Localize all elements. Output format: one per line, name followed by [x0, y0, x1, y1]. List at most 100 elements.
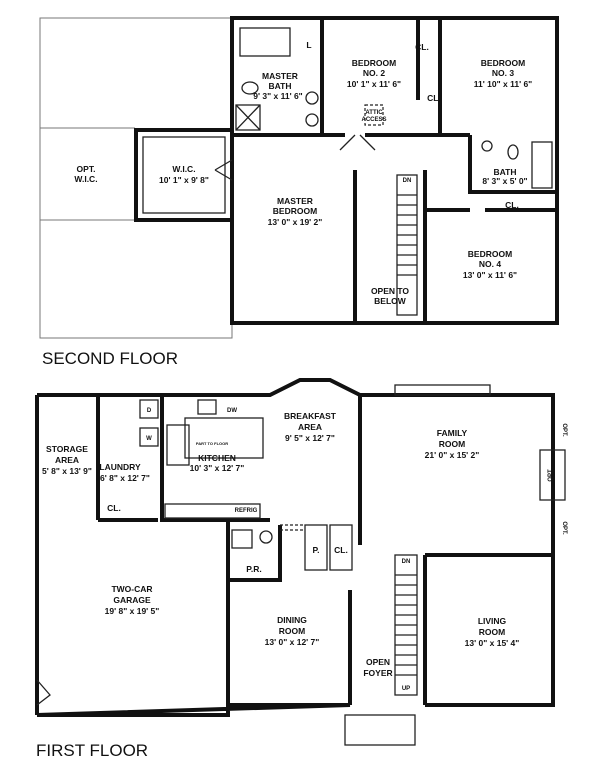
closet-label: CL.	[107, 503, 121, 513]
range-icon	[166, 424, 190, 466]
room-dimensions: 5' 8" x 13' 9"	[42, 466, 92, 476]
room-dimensions: 9' 5" x 12' 7"	[285, 433, 335, 443]
room-label: GARAGE	[113, 595, 151, 605]
pantry-label: P.	[313, 545, 320, 555]
attic-label: ATTIC	[365, 110, 383, 116]
shower-icon	[235, 104, 261, 131]
room-label: TWO-CAR	[111, 584, 152, 594]
room-dimensions: 10' 1" x 9' 8"	[159, 175, 209, 185]
tub-icon	[239, 27, 291, 57]
door-swing-icon	[214, 134, 376, 181]
room-label: OPEN	[366, 657, 390, 667]
stairs-icon	[396, 174, 418, 316]
room-label: BREAKFAST	[284, 411, 337, 421]
room-label: ROOM	[279, 626, 305, 636]
sink-icon	[259, 530, 273, 544]
first-floor-outer-walls	[36, 378, 555, 717]
stair-label: DN	[403, 178, 412, 184]
room-label: BEDROOM	[468, 249, 512, 259]
room-label: MASTER	[262, 71, 298, 81]
room-dimensions: 9' 3" x 11' 6"	[253, 91, 302, 101]
fireplace-icon	[539, 449, 566, 501]
sink-icon	[197, 399, 217, 415]
room-dimensions: 8' 3" x 5' 0"	[482, 176, 527, 186]
sink-icon	[481, 140, 493, 152]
room-label: FOYER	[363, 668, 392, 678]
stair-label: UP	[402, 686, 410, 692]
closet-label: CL.	[505, 200, 519, 210]
room-label: BATH	[494, 167, 517, 177]
room-label: FAMILY	[437, 428, 468, 438]
pantry	[304, 524, 328, 571]
door-swing-icon	[36, 679, 51, 706]
attic-label: ACCESS	[361, 117, 386, 123]
note-label: PART TO FLOOR	[196, 441, 228, 446]
room-dimensions: 10' 3" x 12' 7"	[190, 463, 245, 473]
sink-icon	[305, 91, 319, 105]
room-label: AREA	[298, 422, 322, 432]
toilet-icon	[507, 144, 519, 160]
room-label: NO. 3	[492, 68, 514, 78]
room-dimensions: 13' 0" x 19' 2"	[268, 217, 323, 227]
linen-label: L	[306, 40, 311, 50]
room-label: W.I.C.	[74, 174, 97, 184]
room-dimensions: 13' 0" x 12' 7"	[265, 637, 320, 647]
floor-title: SECOND FLOOR	[42, 349, 178, 368]
stair-label: DN	[402, 559, 411, 565]
toilet-icon	[241, 81, 259, 95]
room-dimensions: 13' 0" x 11' 6"	[463, 270, 517, 280]
room-label: OPEN TO	[371, 286, 409, 296]
second-floor: OPT. W.I.C. W.I.C. 10' 1" x 9' 8" MASTER…	[39, 16, 559, 368]
toilet-icon	[231, 529, 253, 549]
room-label: BELOW	[374, 296, 407, 306]
kitchen-island	[184, 417, 264, 459]
room-dimensions: 13' 0" x 15' 4"	[465, 638, 520, 648]
dishwasher-label: DW	[227, 408, 237, 414]
room-label: NO. 2	[363, 68, 385, 78]
refrigerator-label: REFRIG	[235, 508, 258, 514]
room-label: KITCHEN	[198, 453, 236, 463]
front-stoop	[344, 714, 416, 746]
counter	[164, 503, 261, 519]
room-dimensions: 6' 8" x 12' 7"	[100, 473, 150, 483]
room-label: P.R.	[246, 564, 261, 574]
floor-title: FIRST FLOOR	[36, 741, 148, 760]
room-label: NO. 4	[479, 259, 501, 269]
room-label: BATH	[269, 81, 292, 91]
sink-icon	[305, 113, 319, 127]
closet-label: CL.	[334, 545, 348, 555]
closet-label: CL.	[427, 93, 441, 103]
room-label: LIVING	[478, 616, 507, 626]
attic-access	[364, 104, 384, 126]
room-label: BEDROOM	[481, 58, 525, 68]
closet-label: CL.	[415, 42, 429, 52]
option-label: OPT.	[561, 521, 567, 535]
room-label: ROOM	[439, 439, 465, 449]
option-label: OPT.	[548, 468, 554, 482]
room-label: LAUNDRY	[99, 462, 141, 472]
room-dimensions: 11' 10" x 11' 6"	[474, 79, 532, 89]
room-label: STORAGE	[46, 444, 88, 454]
dryer-label: D	[147, 408, 152, 414]
washer-icon	[139, 427, 159, 447]
second-floor-outer-walls	[230, 16, 559, 325]
tub-icon	[531, 141, 553, 189]
closet	[329, 524, 353, 571]
first-floor: STORAGE AREA 5' 8" x 13' 9" LAUNDRY 6' 8…	[35, 378, 567, 760]
dryer-icon	[139, 399, 159, 419]
washer-label: W	[146, 436, 152, 442]
room-label: MASTER	[277, 196, 313, 206]
option-label: OPT.	[561, 423, 567, 437]
room-label: OPT.	[77, 164, 96, 174]
room-dimensions: 21' 0" x 15' 2"	[425, 450, 480, 460]
room-label: W.I.C.	[172, 164, 195, 174]
room-dimensions: 19' 8" x 19' 5"	[105, 606, 160, 616]
room-label: DINING	[277, 615, 307, 625]
room-label: AREA	[55, 455, 79, 465]
room-dimensions: 10' 1" x 11' 6"	[347, 79, 401, 89]
room-label: BEDROOM	[352, 58, 396, 68]
room-label: ROOM	[479, 627, 505, 637]
room-label: BEDROOM	[273, 206, 317, 216]
